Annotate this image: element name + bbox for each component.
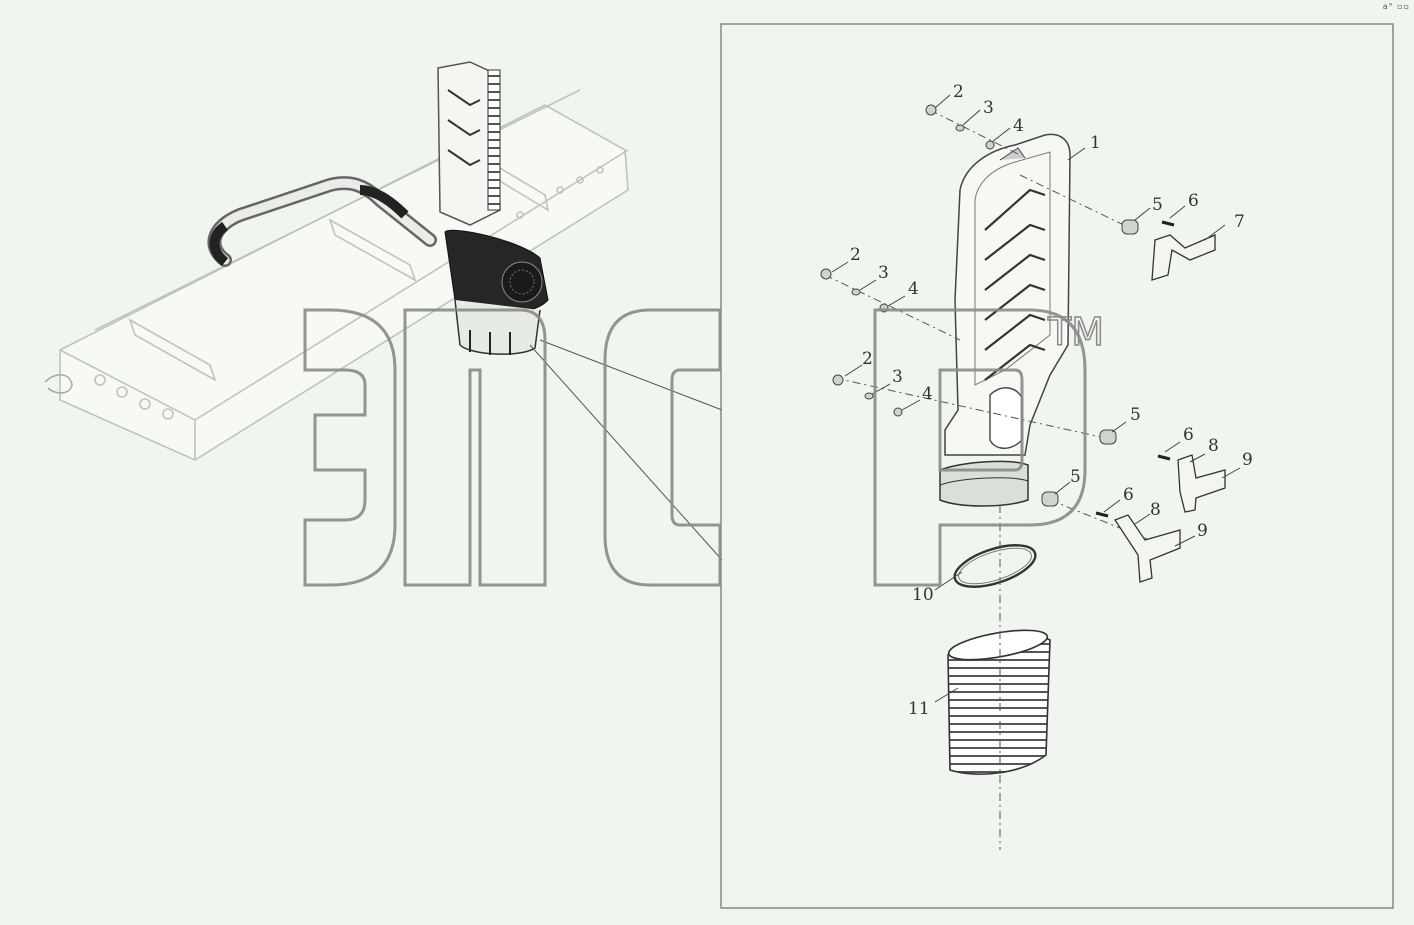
callout-3: 3 [983,98,994,118]
callout-6: 6 [1123,485,1134,505]
callout-5: 5 [1130,405,1141,425]
callout-6: 6 [1188,191,1199,211]
watermark-tm: TM [1047,310,1104,354]
watermark-logo [303,308,1087,587]
callout-5: 5 [1070,467,1081,487]
callout-3: 3 [878,263,889,283]
callout-7: 7 [1234,212,1245,232]
callout-4: 4 [1013,116,1024,136]
callout-2: 2 [862,349,873,369]
callout-leaders [831,94,1241,703]
callout-3: 3 [892,367,903,387]
bellows-hose [947,629,1051,775]
corner-mark: a° ▫▫ [1382,2,1410,11]
callout-6: 6 [1183,425,1194,445]
callout-labels: 1 2 3 4 5 6 7 2 3 4 2 3 4 5 6 8 9 5 6 8 … [850,82,1253,719]
detail-leader-lines [529,339,723,561]
assembly-axis-lines [824,109,1151,850]
brackets [1114,234,1226,583]
clamp-ring [953,544,1037,588]
fasteners [820,104,1175,518]
air-filter-housing-overview [437,61,549,355]
callout-2: 2 [850,245,861,265]
callout-8: 8 [1150,500,1161,520]
callout-8: 8 [1208,436,1219,456]
callout-9: 9 [1197,521,1208,541]
callout-2: 2 [953,82,964,102]
detail-panel-frame [720,23,1394,909]
callout-5: 5 [1152,195,1163,215]
intake-pipe-overview [207,176,437,267]
callout-10: 10 [912,585,934,605]
callout-11: 11 [908,699,930,719]
callout-4: 4 [922,384,933,404]
callout-4: 4 [908,279,919,299]
callout-1: 1 [1090,133,1101,153]
callout-9: 9 [1242,450,1253,470]
